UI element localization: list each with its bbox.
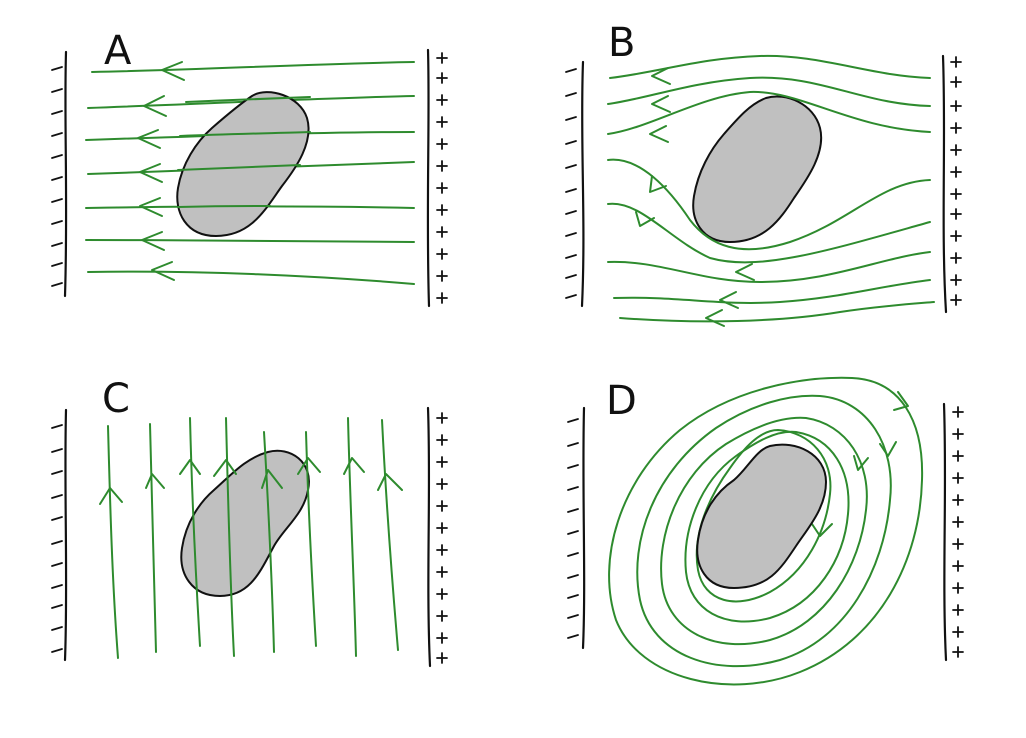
- panel-a-arrow-left: [161, 61, 185, 81]
- panel-b-field-line: [619, 301, 935, 323]
- panel-c-arrow-up: [179, 459, 201, 475]
- panel-d-arrow: [879, 441, 897, 457]
- panel-a-arrow-left: [137, 129, 161, 149]
- panel-c-field-line: [305, 431, 317, 647]
- panel-d-positive-signs: [952, 406, 964, 658]
- panel-b-field-line: [607, 76, 931, 107]
- panel-d-arrow: [811, 523, 833, 537]
- panel-c-field-line: [263, 431, 275, 653]
- panel-d-label: D: [606, 378, 637, 424]
- panel-b-field-line: [607, 251, 931, 283]
- panel-a-field-line: [85, 239, 415, 243]
- panel-b-field-line: [607, 158, 931, 251]
- panel-b-arrow: [651, 95, 671, 113]
- panel-b-positive-plate: [941, 54, 948, 314]
- panel-b-label: B: [608, 20, 635, 66]
- panel-c-negative-signs: [51, 424, 63, 653]
- panel-c-arrow-up: [297, 457, 321, 475]
- panel-a-positive-plate: [426, 48, 431, 308]
- panel-c-positive-plate: [426, 406, 432, 668]
- panel-c-arrow-up: [343, 457, 365, 475]
- panel-b-arrow: [649, 125, 669, 143]
- panel-b-arrow: [705, 309, 725, 327]
- panel-b-negative-signs: [565, 68, 577, 299]
- panel-c-field-line: [189, 417, 201, 647]
- panel-b-negative-plate: [580, 60, 585, 308]
- panel-a-arrow-left: [139, 197, 163, 217]
- panel-b-field-line: [613, 279, 931, 304]
- panel-d-field-loop: [684, 430, 850, 623]
- panel-c-arrow-up: [213, 459, 237, 477]
- panel-c-conductor-blob: [180, 449, 310, 598]
- panel-b-conductor-blob: [692, 95, 823, 244]
- panel-c: C: [51, 376, 448, 668]
- panel-d-field-loop: [608, 376, 924, 686]
- panel-c-label: C: [102, 376, 130, 422]
- panel-c-field-line: [225, 417, 235, 657]
- panel-a-arrow-left: [143, 95, 167, 117]
- panel-c-positive-signs: [436, 412, 448, 664]
- panel-c-negative-plate: [63, 408, 68, 662]
- panel-d-arrow: [853, 455, 869, 471]
- panel-d-positive-plate: [942, 402, 948, 662]
- panel-c-field-line: [107, 425, 119, 659]
- panel-a-arrow-left: [139, 163, 163, 183]
- panel-d-field-loop: [636, 394, 892, 668]
- panel-c-arrow-up: [261, 469, 283, 489]
- panel-b-field-lines: [607, 54, 935, 327]
- panel-a: A: [51, 28, 448, 308]
- panel-a-arrow-left: [151, 261, 175, 281]
- panel-d-field-loop: [660, 416, 868, 646]
- panel-b: B: [565, 20, 962, 327]
- panel-c-arrow-up: [145, 473, 165, 489]
- panel-d: D: [567, 376, 964, 686]
- panel-c-field-line: [347, 417, 357, 657]
- panel-a-arrow-left: [141, 231, 165, 251]
- panel-a-label: A: [104, 28, 132, 74]
- panel-c-arrow-up: [377, 473, 403, 491]
- panel-b-field-line: [607, 90, 931, 135]
- panel-b-arrow: [735, 263, 755, 281]
- panel-b-positive-signs: [950, 56, 962, 306]
- panel-b-arrow: [635, 211, 655, 227]
- panel-a-negative-plate: [63, 50, 68, 298]
- panel-c-field-line: [381, 419, 399, 651]
- panel-b-field-line: [609, 54, 931, 79]
- panel-b-arrow: [649, 175, 667, 193]
- panel-d-negative-plate: [581, 406, 586, 650]
- panel-b-arrow: [719, 291, 739, 309]
- panel-a-negative-signs: [51, 66, 63, 287]
- panel-d-conductor-blob: [696, 443, 828, 590]
- panel-a-field-line: [87, 270, 415, 285]
- panel-d-field-loops: [608, 376, 924, 686]
- panel-b-arrow: [651, 67, 671, 85]
- panel-b-field-line: [607, 202, 931, 264]
- panel-c-arrow-up: [99, 487, 123, 505]
- panel-d-field-loop: [695, 429, 832, 603]
- panel-a-field-line: [91, 61, 415, 73]
- panel-a-conductor-blob: [176, 91, 310, 238]
- panel-d-negative-signs: [567, 418, 579, 639]
- panel-a-positive-signs: [436, 52, 448, 304]
- panel-c-field-lines: [99, 417, 403, 659]
- panel-c-field-line: [149, 423, 157, 653]
- panel-d-arrow: [893, 391, 909, 411]
